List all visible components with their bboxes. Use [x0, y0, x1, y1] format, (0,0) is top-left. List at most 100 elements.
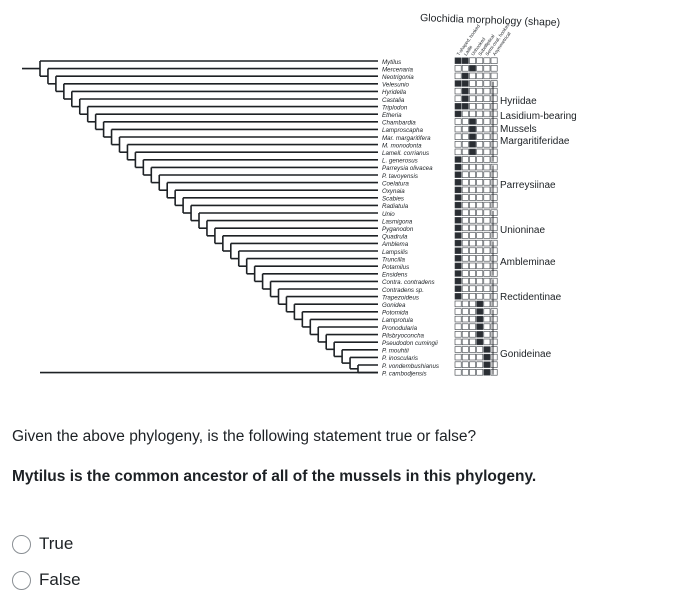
- matrix-cell: [461, 300, 469, 308]
- matrix-cell: [483, 163, 491, 171]
- matrix-cell: [454, 255, 462, 262]
- matrix-cell: [476, 300, 484, 308]
- matrix-cell: [490, 87, 498, 95]
- matrix-cell: [476, 186, 484, 194]
- matrix-cell: [476, 217, 484, 224]
- matrix-cell: [483, 232, 491, 239]
- matrix-cell: [454, 87, 462, 95]
- taxon-label: Neotrigonia: [382, 74, 414, 81]
- matrix-cell: [483, 346, 491, 353]
- matrix-cell: [469, 331, 476, 338]
- matrix-cell: [476, 103, 484, 110]
- taxon-label: Parreysia olivacea: [382, 165, 433, 172]
- matrix-cell: [454, 270, 462, 277]
- matrix-cell: [454, 361, 462, 368]
- matrix-cell: [490, 346, 498, 353]
- taxon-label: Lamell. corrianus: [382, 150, 429, 157]
- matrix-cell: [469, 171, 476, 178]
- matrix-cell: [454, 171, 462, 178]
- trait-matrix: [454, 57, 498, 376]
- matrix-cell: [476, 141, 484, 148]
- matrix-cell: [490, 255, 498, 262]
- matrix-cell: [469, 209, 476, 216]
- matrix-cell: [461, 65, 469, 72]
- matrix-cell: [469, 57, 476, 64]
- matrix-cell: [461, 72, 469, 80]
- matrix-cell: [454, 80, 462, 87]
- matrix-cell: [490, 293, 498, 300]
- matrix-cell: [461, 308, 469, 315]
- matrix-cell: [461, 331, 469, 338]
- matrix-cell: [476, 87, 484, 95]
- matrix-cell: [454, 141, 462, 148]
- matrix-cell: [469, 346, 476, 353]
- matrix-cell: [483, 209, 491, 216]
- matrix-cell: [469, 232, 476, 239]
- taxon-label: Unio: [382, 211, 395, 218]
- option-true-label: True: [39, 534, 74, 553]
- matrix-cell: [469, 201, 476, 209]
- matrix-cell: [476, 65, 484, 72]
- matrix-cell: [490, 232, 498, 239]
- taxon-label: P. cambodjensis: [382, 370, 427, 377]
- matrix-cell: [461, 148, 469, 156]
- option-true[interactable]: True: [12, 534, 73, 554]
- matrix-cell: [476, 133, 484, 140]
- matrix-cell: [461, 232, 469, 239]
- matrix-cell: [476, 277, 484, 285]
- matrix-cell: [483, 103, 491, 110]
- matrix-cell: [490, 65, 498, 72]
- matrix-cell: [461, 125, 469, 133]
- taxon-label: Pronodularia: [382, 325, 418, 332]
- matrix-cell: [490, 331, 498, 338]
- clade-label: Unioninae: [500, 225, 545, 236]
- taxon-label: Scabies: [382, 196, 404, 203]
- taxon-label: Triplodon: [382, 104, 408, 111]
- matrix-cell: [483, 65, 491, 72]
- matrix-cell: [454, 65, 462, 72]
- matrix-cell: [469, 338, 476, 346]
- matrix-cell: [461, 369, 469, 376]
- matrix-cell: [461, 217, 469, 224]
- matrix-cell: [483, 186, 491, 194]
- option-false[interactable]: False: [12, 570, 81, 590]
- matrix-cell: [490, 103, 498, 110]
- matrix-cell: [469, 270, 476, 277]
- matrix-cell: [490, 353, 498, 361]
- matrix-cell: [490, 179, 498, 186]
- matrix-cell: [476, 201, 484, 209]
- matrix-cell: [454, 277, 462, 285]
- matrix-cell: [476, 163, 484, 171]
- taxon-label: Pilsbryoconcha: [382, 332, 425, 339]
- matrix-cell: [476, 179, 484, 186]
- matrix-cell: [469, 277, 476, 285]
- taxon-label: P. tavoyensis: [382, 173, 418, 180]
- radio-false[interactable]: [12, 570, 31, 590]
- matrix-cell: [469, 80, 476, 87]
- matrix-cell: [483, 110, 491, 118]
- taxon-label: Gonidea: [382, 302, 406, 309]
- matrix-cell: [476, 323, 484, 330]
- matrix-cell: [483, 353, 491, 361]
- figure-title: Glochidia morphology (shape): [420, 12, 560, 29]
- matrix-cell: [476, 255, 484, 262]
- taxon-label: P. inoscularis: [382, 355, 418, 362]
- matrix-cell: [483, 262, 491, 270]
- clade-label: Lasidium-bearing: [500, 111, 577, 122]
- matrix-cell: [454, 95, 462, 102]
- matrix-cell: [483, 255, 491, 262]
- matrix-cell: [454, 156, 462, 163]
- matrix-cell: [490, 163, 498, 171]
- matrix-cell: [461, 346, 469, 353]
- radio-true[interactable]: [12, 534, 31, 554]
- matrix-cell: [483, 369, 491, 376]
- matrix-cell: [483, 148, 491, 156]
- matrix-cell: [454, 224, 462, 232]
- matrix-cell: [461, 247, 469, 254]
- matrix-cell: [483, 308, 491, 315]
- matrix-cell: [461, 186, 469, 194]
- matrix-cell: [483, 224, 491, 232]
- matrix-cell: [490, 300, 498, 308]
- matrix-cell: [476, 361, 484, 368]
- matrix-cell: [476, 80, 484, 87]
